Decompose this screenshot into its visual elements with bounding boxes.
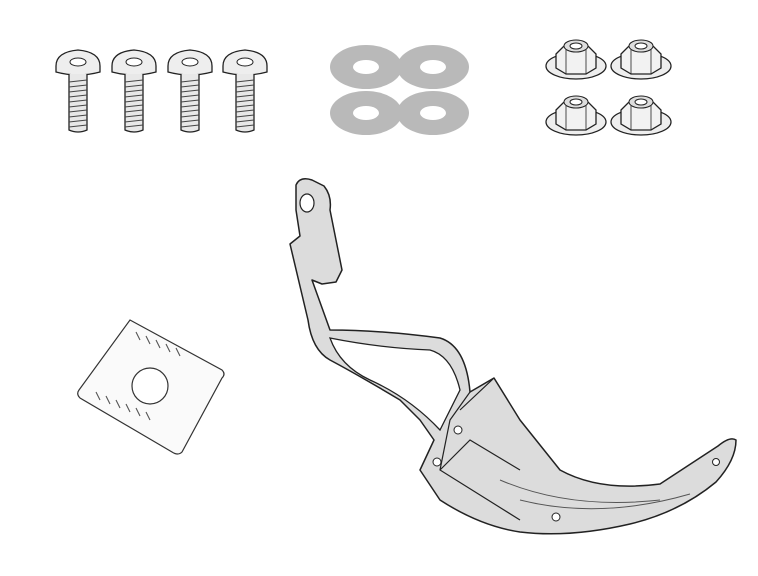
square-plate-icon <box>77 319 225 455</box>
bolt-icon <box>55 49 101 133</box>
washer-icon <box>330 45 402 89</box>
nut-icon <box>545 95 607 136</box>
bolt-icon <box>222 49 268 133</box>
mounting-bracket-icon <box>289 178 737 535</box>
bolt-icon <box>167 49 213 133</box>
washers-group <box>330 45 469 135</box>
bolt-icon <box>111 49 157 133</box>
washer-icon <box>330 91 402 135</box>
washer-icon <box>397 45 469 89</box>
washer-icon <box>397 91 469 135</box>
nut-icon <box>610 95 672 136</box>
bolts-group <box>55 49 268 133</box>
nut-icon <box>610 39 672 80</box>
nuts-group <box>545 39 672 136</box>
nut-icon <box>545 39 607 80</box>
